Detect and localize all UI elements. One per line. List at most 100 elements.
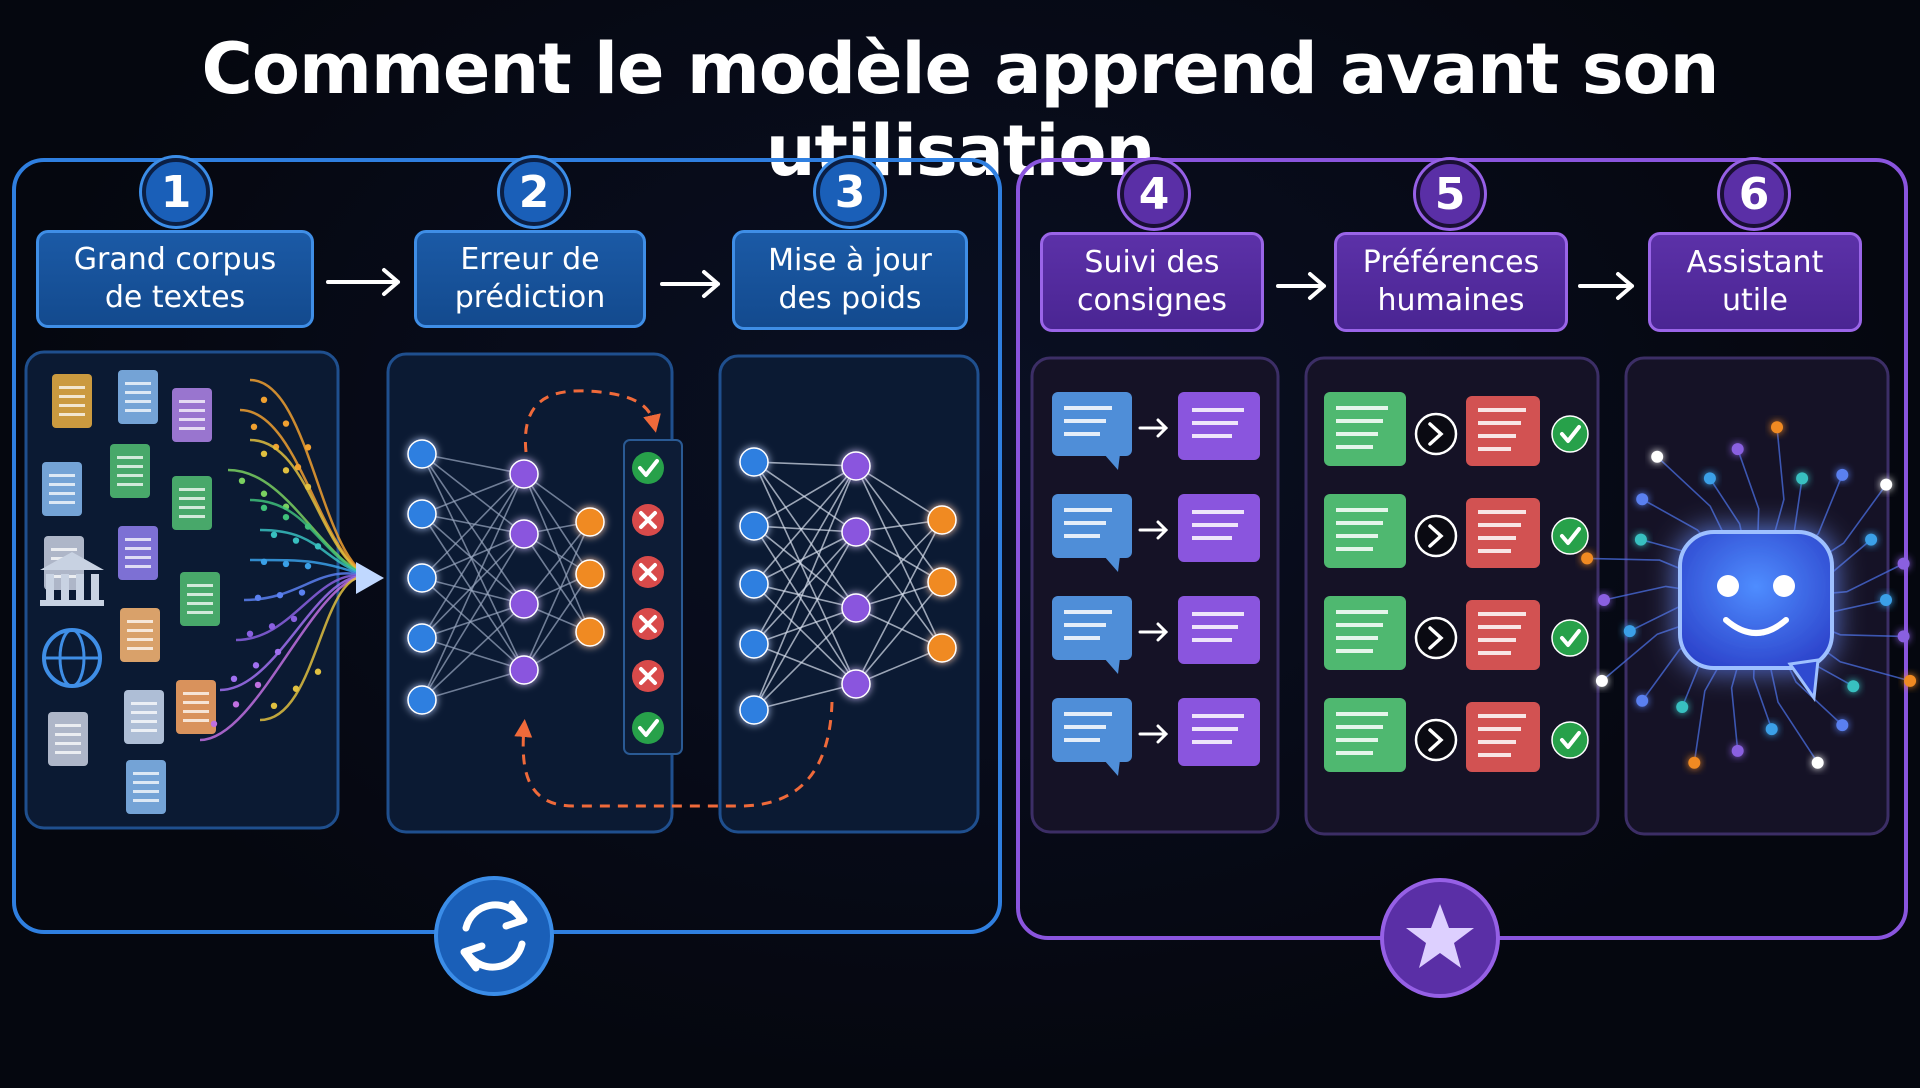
network-edge: [753, 461, 857, 685]
refresh-icon: [434, 876, 554, 996]
stream-dot: [314, 543, 322, 550]
stream-dot: [260, 396, 268, 403]
data-stream: [243, 572, 373, 602]
network-edge: [421, 513, 525, 605]
document-icon: [126, 760, 166, 814]
network-dot: [1836, 468, 1849, 481]
small-arrow-icon: [1138, 724, 1169, 744]
step-6-badge: 6: [1720, 160, 1788, 228]
network-edge: [421, 473, 525, 579]
preference-examples: [1324, 392, 1589, 772]
stream-dot: [246, 630, 254, 637]
updated-network: [739, 447, 957, 725]
network-node: [407, 563, 437, 593]
step-5-badge: 5: [1416, 160, 1484, 228]
network-edge: [421, 669, 525, 701]
network-edge: [753, 607, 857, 711]
globe-icon: [42, 628, 102, 688]
network-dot: [1880, 478, 1893, 491]
network-edge: [753, 583, 857, 609]
network-edge: [855, 531, 943, 583]
preferred-answer-icon: [1324, 392, 1406, 466]
check-icon: [1551, 619, 1589, 657]
network-dot: [1865, 533, 1878, 546]
stream-dot: [282, 513, 290, 521]
cross-icon: [632, 608, 664, 640]
stream-dot: [252, 662, 260, 669]
stream-dot: [254, 594, 262, 601]
network-node: [927, 633, 957, 663]
stream-dot: [270, 702, 278, 709]
rejected-answer-icon: [1466, 396, 1540, 466]
corpus-illustration: [40, 370, 384, 814]
star-icon: [1380, 878, 1500, 998]
preferred-answer-icon: [1324, 698, 1406, 772]
network-node: [739, 695, 769, 725]
network-edge: [753, 465, 857, 711]
weights-panel: [718, 354, 980, 834]
network-dot: [1688, 756, 1701, 769]
arrow-4-5: [1276, 272, 1326, 300]
document-icon: [180, 572, 220, 626]
document-icon: [120, 608, 160, 662]
check-icon: [1551, 415, 1589, 453]
check-icon: [1551, 721, 1589, 759]
network-dot: [1676, 701, 1689, 713]
network-node: [407, 685, 437, 715]
network-node: [841, 517, 871, 547]
feedback-arrow-top: [523, 389, 661, 453]
stream-dot: [294, 463, 302, 471]
network-edge: [855, 519, 943, 685]
stream-dot: [304, 523, 312, 530]
network-edge: [753, 465, 857, 585]
check-icon: [632, 712, 664, 744]
network-edge: [753, 683, 857, 711]
network-edge: [855, 465, 943, 583]
network-dot: [1636, 493, 1649, 506]
network-edge: [421, 473, 525, 515]
network-node: [509, 519, 539, 549]
prediction-network: [407, 439, 605, 715]
document-icon: [48, 712, 88, 766]
check-icon: [1551, 517, 1589, 555]
stream-dot: [260, 490, 268, 497]
network-node: [927, 505, 957, 535]
network-edge: [523, 473, 591, 633]
prompt-bubble-icon: [1052, 596, 1132, 674]
network-edge: [421, 533, 525, 701]
step-2-badge: 2: [500, 158, 568, 226]
network-dot: [1581, 552, 1594, 565]
network-dot: [1651, 450, 1664, 463]
network-edge: [753, 525, 857, 533]
network-edge: [753, 607, 857, 645]
network-edge: [753, 461, 857, 609]
step-5-label: Préférences humaines: [1334, 232, 1568, 332]
network-node: [739, 629, 769, 659]
stream-dot: [298, 589, 306, 596]
assistant-illustration: [1581, 421, 1917, 769]
network-node: [927, 567, 957, 597]
cross-icon: [632, 504, 664, 536]
chevron-right-icon: [1414, 616, 1458, 660]
stream-dot: [254, 681, 262, 689]
stream-dot: [250, 423, 258, 430]
arrow-2-3: [660, 270, 720, 298]
stream-dot: [292, 685, 300, 692]
network-edge: [523, 521, 591, 671]
results-column: [623, 439, 683, 755]
prediction-results: [623, 439, 683, 755]
data-stream: [219, 575, 373, 692]
chevron-right-icon: [1414, 514, 1458, 558]
step-4-badge: 4: [1120, 160, 1188, 228]
prompt-bubble-icon: [1052, 392, 1132, 470]
stream-dot: [260, 558, 268, 565]
stream-dot: [274, 648, 282, 656]
cross-icon: [632, 556, 664, 588]
network-node: [739, 447, 769, 477]
network-edge: [523, 533, 591, 633]
step-1-badge: 1: [142, 158, 210, 226]
step-3-badge: 3: [816, 158, 884, 226]
arrow-5-6: [1578, 272, 1634, 300]
document-icon: [110, 444, 150, 498]
network-dot: [1836, 719, 1849, 732]
